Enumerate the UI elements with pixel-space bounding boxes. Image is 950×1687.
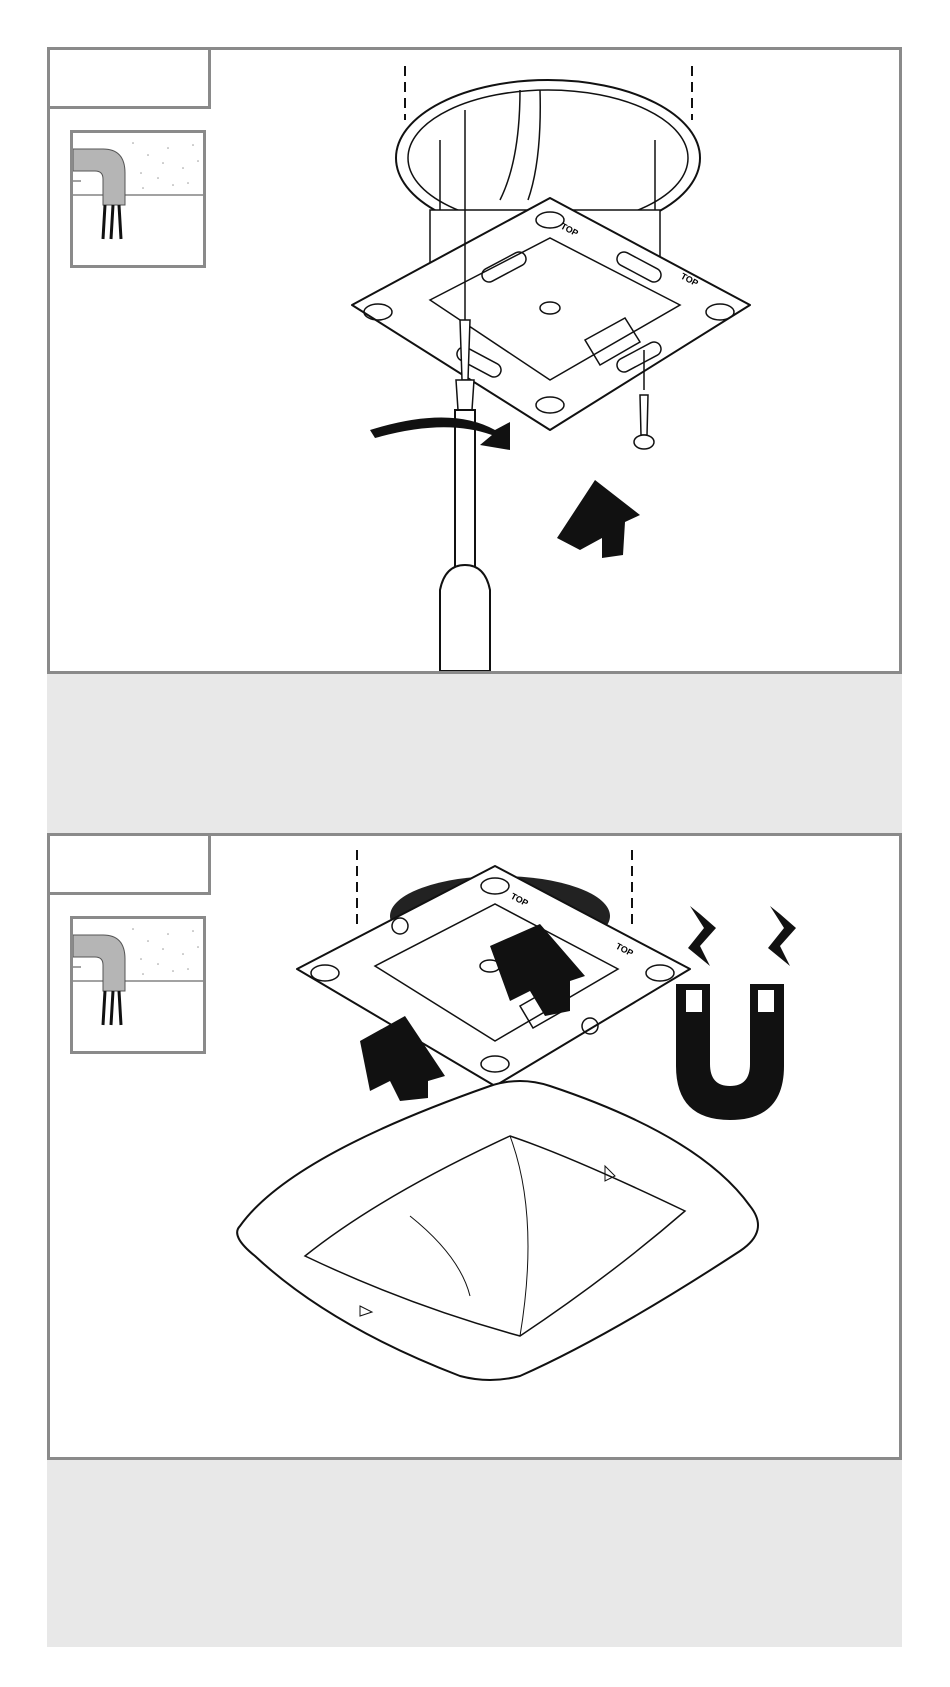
sensor-attach-illustration: TOP TOP: [50, 836, 899, 1457]
step-1-caption: [47, 674, 902, 706]
mount-plate-illustration: TOP TOP: [50, 50, 899, 671]
step-2-panel: TOP TOP: [47, 833, 902, 1460]
push-up-arrow-icon: [557, 480, 640, 558]
step-2-caption: [47, 1460, 902, 1492]
magnet-icon: [676, 906, 796, 1120]
step-1-caption-band: [47, 674, 902, 833]
step-2-caption-band: [47, 1460, 902, 1647]
sensor-housing-icon: [237, 1081, 758, 1380]
rotate-arrow-icon: [370, 418, 510, 451]
step-1-panel: TOP TOP: [47, 47, 902, 674]
mounting-plate: TOP TOP: [352, 198, 750, 430]
